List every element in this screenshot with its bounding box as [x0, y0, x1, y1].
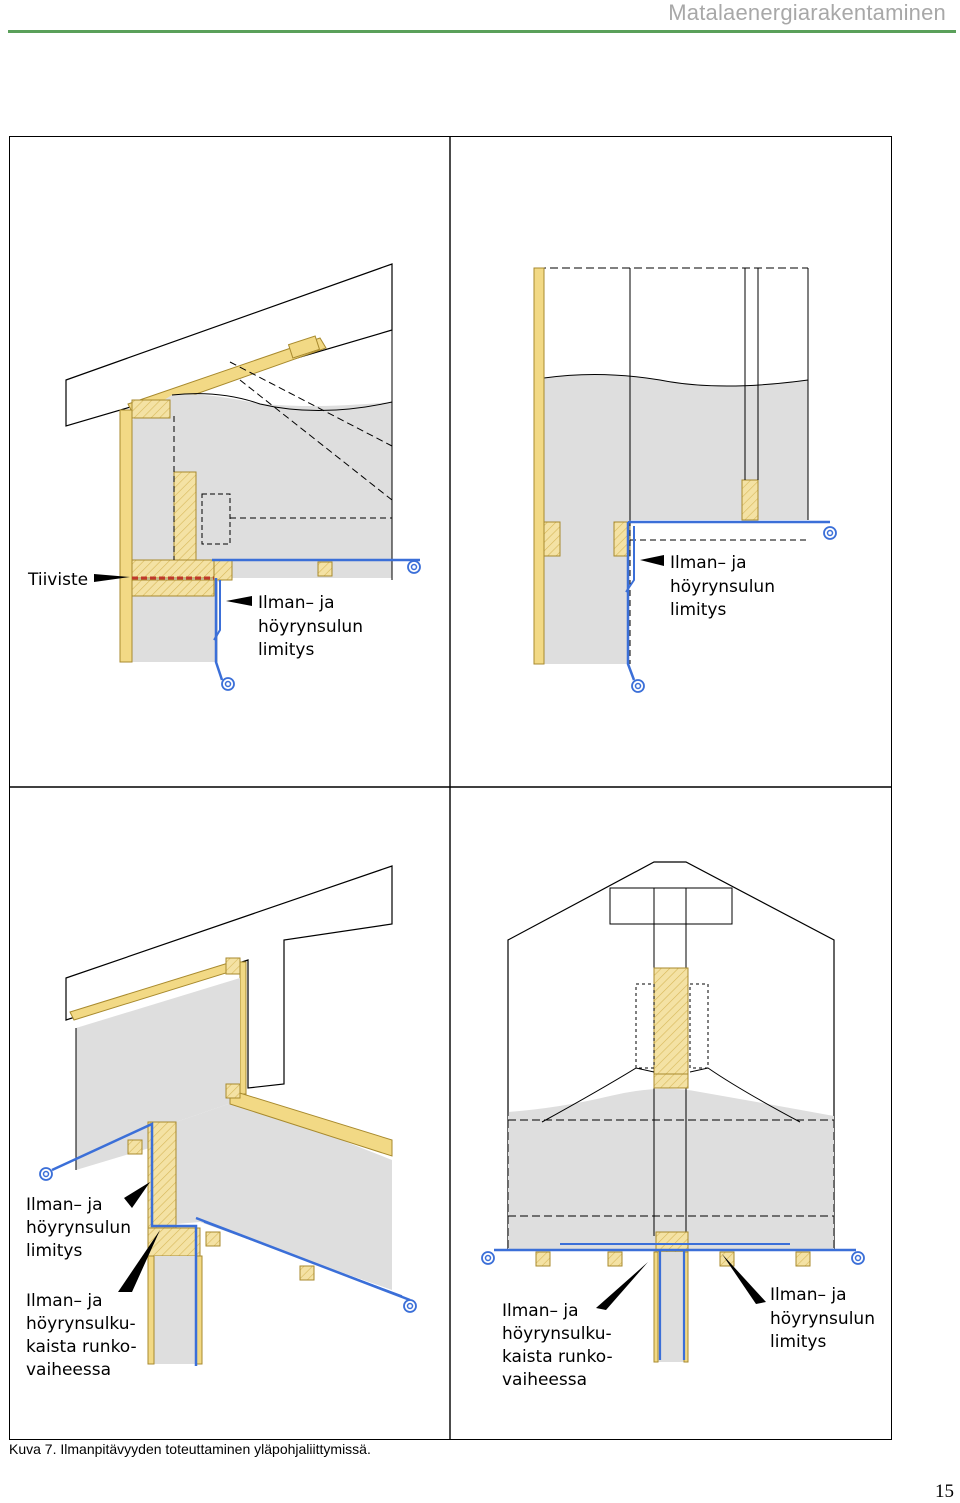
panel-top-right: Ilman– ja höyrynsulun limitys: [533, 267, 837, 693]
label-strip-br-4: vaiheessa: [502, 1370, 587, 1390]
label-overlap-tr-1: Ilman– ja: [670, 553, 747, 573]
label-overlap-tl-1: Ilman– ja: [258, 593, 335, 613]
label-strip-bl-3: kaista runko-: [26, 1337, 137, 1357]
page-header-title: Matalaenergiarakentaminen: [668, 0, 946, 25]
panel-bottom-right: Ilman– ja höyrynsulku- kaista runko- vai…: [481, 861, 875, 1390]
label-seal: Tiiviste: [27, 570, 88, 590]
figure-frame: [9, 136, 892, 1440]
label-strip-bl-4: vaiheessa: [26, 1360, 111, 1380]
label-overlap-br-3: limitys: [770, 1332, 826, 1352]
label-overlap-tl-3: limitys: [258, 640, 314, 660]
label-overlap-bl-1: Ilman– ja: [26, 1195, 103, 1215]
panel-bottom-left: Ilman– ja höyrynsulun limitys Ilman– ja …: [26, 865, 417, 1380]
panel-top-left: Tiiviste Ilman– ja höyrynsulun limitys: [27, 263, 421, 691]
label-overlap-tr-2: höyrynsulun: [670, 577, 775, 597]
label-strip-br-1: Ilman– ja: [502, 1301, 579, 1321]
label-strip-br-2: höyrynsulku-: [502, 1324, 612, 1344]
label-overlap-br-1: Ilman– ja: [770, 1285, 847, 1305]
page-number: 15: [935, 1481, 954, 1502]
header-divider: [8, 30, 956, 33]
label-overlap-br-2: höyrynsulun: [770, 1309, 875, 1329]
label-strip-br-3: kaista runko-: [502, 1347, 613, 1367]
label-overlap-tr-3: limitys: [670, 600, 726, 620]
figure-caption: Kuva 7. Ilmanpitävyyden toteuttaminen yl…: [9, 1441, 371, 1457]
label-overlap-tl-2: höyrynsulun: [258, 617, 363, 637]
label-overlap-bl-3: limitys: [26, 1241, 82, 1261]
label-strip-bl-1: Ilman– ja: [26, 1291, 103, 1311]
label-overlap-bl-2: höyrynsulun: [26, 1218, 131, 1238]
label-strip-bl-2: höyrynsulku-: [26, 1314, 136, 1334]
